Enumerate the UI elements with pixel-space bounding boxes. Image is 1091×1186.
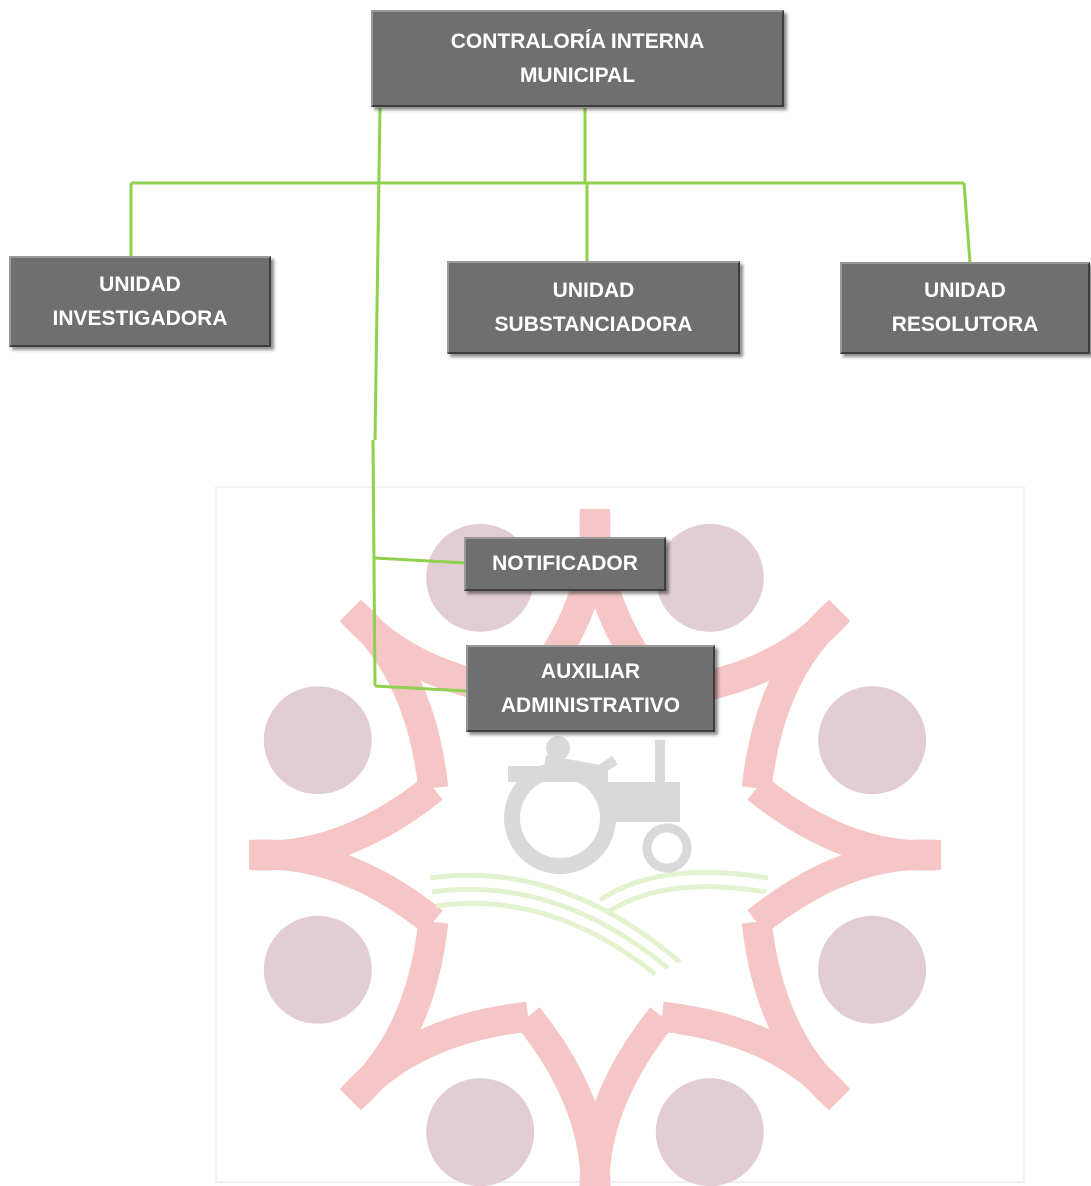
emblem-circle <box>655 1078 764 1186</box>
watermark-frame <box>215 486 1025 1183</box>
staff-auxiliar-line2: ADMINISTRATIVO <box>500 693 681 717</box>
staff-box-notificador: NOTIFICADOR <box>464 537 666 591</box>
emblem-circle <box>655 523 764 632</box>
unit-substanciadora-line1: UNIDAD <box>552 278 635 302</box>
head-line2: MUNICIPAL <box>519 63 636 87</box>
staff-auxiliar-line1: AUXILIAR <box>540 659 641 683</box>
connector-staff-trunk-lower <box>371 439 377 687</box>
emblem-circles <box>263 523 927 1186</box>
unit-substanciadora-line2: SUBSTANCIADORA <box>494 312 693 336</box>
unit-resolutora-line2: RESOLUTORA <box>891 313 1039 336</box>
emblem-petal <box>660 599 851 790</box>
emblem-petal <box>516 508 674 703</box>
emblem-circle <box>263 686 372 795</box>
emblem-circle <box>426 1078 535 1186</box>
emblem-petal <box>747 776 942 934</box>
emblem-circle <box>818 686 927 795</box>
emblem-petal <box>248 776 443 934</box>
emblem-petal <box>660 920 851 1111</box>
emblem-petal <box>339 599 530 790</box>
unit-investigadora-line2: INVESTIGADORA <box>52 306 228 330</box>
connector-to-resolutora <box>962 182 972 264</box>
unit-investigadora-line1: UNIDAD <box>99 272 181 296</box>
connector-to-auxiliar <box>374 684 467 693</box>
emblem-field <box>429 869 769 976</box>
connector-staff-trunk-upper <box>373 107 382 441</box>
head-line1: CONTRALORÍA INTERNA <box>450 29 705 53</box>
connector-to-notificador <box>374 556 467 565</box>
emblem-petal <box>516 1007 674 1186</box>
emblem-circle <box>818 915 927 1024</box>
emblem-petal <box>339 920 530 1111</box>
emblem-circle <box>263 915 372 1024</box>
unit-resolutora-line1: UNIDAD <box>924 279 1006 302</box>
staff-box-auxiliar: AUXILIAR ADMINISTRATIVO <box>466 645 715 732</box>
staff-notificador-label: NOTIFICADOR <box>492 552 638 575</box>
emblem-tractor <box>504 736 692 874</box>
unit-box-investigadora: UNIDAD INVESTIGADORA <box>9 256 271 347</box>
emblem-petals <box>248 508 942 1186</box>
unit-box-substanciadora: UNIDAD SUBSTANCIADORA <box>447 261 740 354</box>
head-box: CONTRALORÍA INTERNA MUNICIPAL <box>371 10 784 107</box>
unit-box-resolutora: UNIDAD RESOLUTORA <box>840 262 1090 354</box>
